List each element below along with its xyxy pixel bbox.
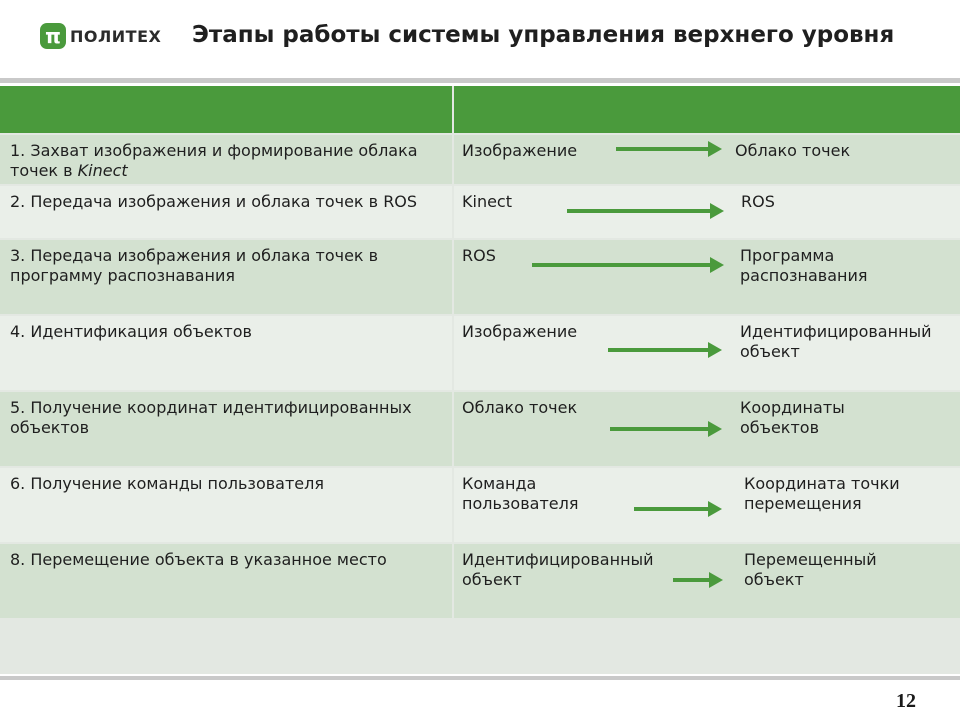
table-row: 6. Получение команды пользователя Команд… [0,468,960,542]
flow-cell: Облако точек Координаты объектов [454,392,960,466]
stage-text: 2. Передача изображения и облака точек в… [10,192,444,212]
flow-output-label: Координаты объектов [740,398,845,437]
flow-arrow-icon [673,572,723,588]
header-cell-flow [454,86,960,133]
stage-main-text: 2. Передача изображения и облака точек в… [10,192,418,211]
logo-text: ПОЛИТЕХ [70,26,162,46]
pi-logo-icon: π [40,23,66,49]
stage-cell: 5. Получение координат идентифицированны… [0,392,452,466]
stage-main-text: 3. Передача изображения и облака точек в… [10,246,379,285]
flow-input-label: Изображение [462,322,578,341]
flow-output-label: Облако точек [735,141,851,160]
stage-text: 1. Захват изображения и формирование обл… [10,141,444,181]
stage-text: 8. Перемещение объекта в указанное место [10,550,444,570]
stage-main-text: 6. Получение команды пользователя [10,474,324,493]
table-row: 8. Перемещение объекта в указанное место… [0,544,960,618]
table-row: 5. Получение координат идентифицированны… [0,392,960,466]
stage-cell: 2. Передача изображения и облака точек в… [0,186,452,238]
page-number: 12 [896,690,916,712]
flow-input-label: Облако точек [462,398,578,417]
stage-main-text: 1. Захват изображения и формирование обл… [10,141,418,180]
flow-output-label: ROS [741,192,775,211]
flow-input-label: Команда пользователя [462,474,579,513]
table-row: 3. Передача изображения и облака точек в… [0,240,960,314]
flow-cell: Команда пользователя Координата точки пе… [454,468,960,542]
stage-main-text: 5. Получение координат идентифицированны… [10,398,412,437]
stage-tech-text: Kinect [77,161,128,180]
politeh-logo: π ПОЛИТЕХ [40,22,161,50]
stage-cell: 4. Идентификация объектов [0,316,452,390]
flow-output-label: Перемещенный объект [744,550,877,589]
stage-cell: 3. Передача изображения и облака точек в… [0,240,452,314]
flow-input-label: Изображение [462,141,578,160]
flow-output-label: Программа распознавания [740,246,868,285]
header-cell-stage [0,86,452,133]
flow-arrow-icon [532,257,724,273]
stage-cell: 1. Захват изображения и формирование обл… [0,135,452,184]
flow-input-label: Идентифицированный объект [462,550,654,589]
stages-table: 1. Захват изображения и формирование обл… [0,86,960,674]
stage-text: 4. Идентификация объектов [10,322,444,342]
flow-input-label: Kinect [462,192,512,211]
stage-text: 6. Получение команды пользователя [10,474,444,494]
slide-title: Этапы работы системы управления верхнего… [192,22,895,48]
table-header-row [0,86,960,133]
flow-cell: Изображение Идентифицированный объект [454,316,960,390]
flow-arrow-icon [616,141,722,157]
bottom-divider [0,676,960,680]
flow-arrow-icon [610,421,722,437]
flow-arrow-icon [567,203,724,219]
table-row: 1. Захват изображения и формирование обл… [0,135,960,184]
flow-cell: ROS Программа распознавания [454,240,960,314]
flow-arrow-icon [608,342,722,358]
stage-text: 5. Получение координат идентифицированны… [10,398,444,438]
flow-output-label: Координата точки перемещения [744,474,900,513]
stage-text: 3. Передача изображения и облака точек в… [10,246,444,286]
stage-cell: 6. Получение команды пользователя [0,468,452,542]
table-row: 4. Идентификация объектов Изображение Ид… [0,316,960,390]
top-divider [0,78,960,83]
flow-arrow-icon [634,501,722,517]
flow-input-label: ROS [462,246,496,265]
flow-cell: Изображение Облако точек [454,135,960,184]
stage-main-text: 4. Идентификация объектов [10,322,252,341]
stage-cell: 8. Перемещение объекта в указанное место [0,544,452,618]
flow-output-label: Идентифицированный объект [740,322,932,361]
flow-cell: Kinect ROS [454,186,960,238]
flow-cell: Идентифицированный объект Перемещенный о… [454,544,960,618]
stage-main-text: 8. Перемещение объекта в указанное место [10,550,387,569]
table-row: 2. Передача изображения и облака точек в… [0,186,960,238]
